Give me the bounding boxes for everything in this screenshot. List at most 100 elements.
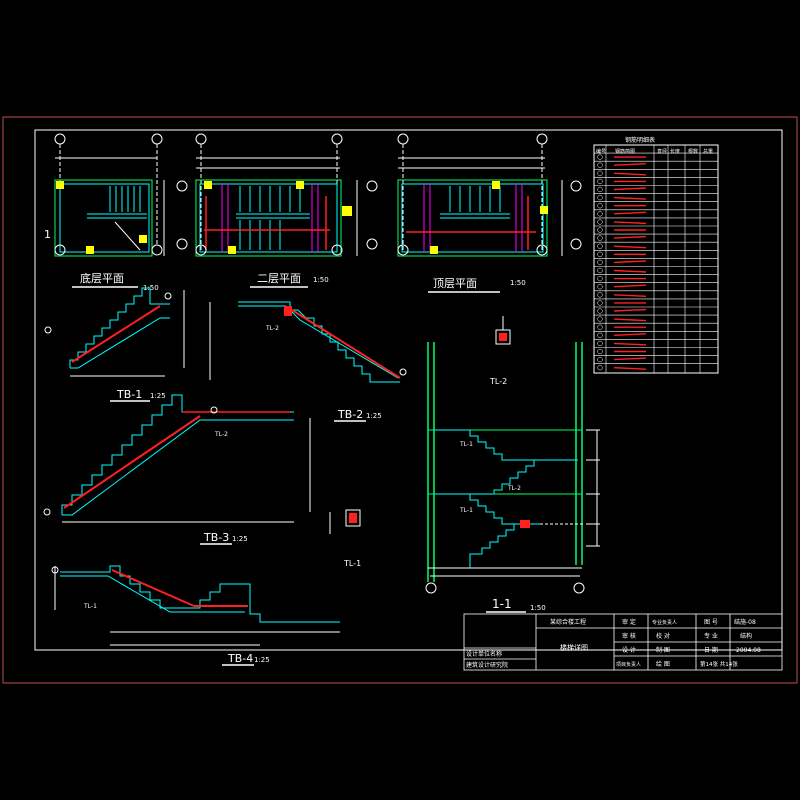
- rebar-shape-mark: [613, 260, 647, 264]
- plan-second-title: 二层平面: [257, 272, 301, 285]
- tb-role-3: 设 计: [622, 646, 636, 654]
- rebar-number-circle: [597, 332, 603, 338]
- tl2-label-tb2: TL-2: [265, 325, 279, 332]
- tb-spec-label: 专 业: [704, 632, 718, 640]
- rebar-number-circle: [597, 292, 603, 298]
- rebar-shape-mark: [613, 284, 647, 288]
- rebar-shape-mark: [613, 318, 647, 322]
- rebar-number-circle: [597, 227, 603, 233]
- rebar-header-shape: 钢筋简图: [615, 148, 635, 155]
- plan-ground-scale: 1:50: [143, 284, 159, 292]
- tb-spec-value: 结构: [740, 632, 752, 640]
- title-block-text: 某综合楼工程 楼梯详图 设计单位名称 建筑设计研究院 审 定 审 核 设 计 项…: [466, 618, 761, 669]
- rebar-number-circle: [597, 211, 603, 217]
- tb3-scale: 1:25: [232, 535, 248, 543]
- tb-design-unit-2: 建筑设计研究院: [466, 661, 508, 669]
- rebar-number-circle: [597, 203, 603, 209]
- tb-role-5: 专业负责人: [652, 619, 677, 626]
- tb4-scale: 1:25: [254, 656, 270, 664]
- tb-date-value: 2004.08: [736, 647, 761, 654]
- tb4-title: TB-4: [227, 652, 253, 665]
- rebar-shape-mark: [613, 308, 647, 312]
- rebar-shape-mark: [613, 357, 647, 361]
- rebar-table-title: 钢筋明细表: [625, 136, 655, 144]
- rebar-number-circle: [597, 243, 603, 249]
- tb3-title: TB-3: [203, 531, 229, 544]
- tl2-label-tb3: TL-2: [214, 431, 228, 438]
- rebar-shape-mark: [613, 294, 647, 297]
- rebar-number-circle: [597, 170, 603, 176]
- tb-sheet-value: 结施-08: [734, 618, 756, 626]
- outer-frame: [2, 116, 798, 684]
- rebar-header-weight: 总重: [703, 148, 713, 155]
- rebar-number-circle: [597, 316, 603, 322]
- rebar-shape-mark: [613, 187, 647, 191]
- tb-drawing-name: 楼梯详图: [560, 643, 588, 652]
- stair-slab-tb1: [44, 287, 185, 377]
- rebar-table: [593, 144, 719, 374]
- tb-design-unit-1: 设计单位名称: [466, 650, 502, 658]
- rebar-number-circle: [597, 300, 603, 306]
- rebar-number-circle: [597, 259, 603, 266]
- rebar-shape-mark: [613, 221, 647, 225]
- tb1-title: TB-1: [116, 388, 142, 401]
- tb-date-label: 日 期: [704, 646, 718, 654]
- rebar-number-circle: [597, 235, 603, 241]
- tb-role-6: 校 对: [656, 632, 670, 640]
- rebar-number-circle: [597, 178, 603, 185]
- rebar-number-circle: [597, 186, 603, 193]
- rebar-shape-mark: [613, 245, 647, 249]
- tl1-label-sec-b: TL-1: [459, 507, 473, 514]
- tb-role-2: 审 核: [622, 632, 636, 640]
- rebar-shape-mark: [613, 163, 647, 166]
- rebar-shape-mark: [613, 367, 647, 370]
- title-block: [463, 613, 783, 671]
- rebar-header-count: 根数: [688, 148, 698, 155]
- tb1-scale: 1:25: [150, 392, 166, 400]
- tl1-label-tb4: TL-1: [83, 603, 97, 610]
- rebar-header-dia: 直径: [657, 148, 667, 155]
- inner-frame: [34, 129, 783, 651]
- plan-second-scale: 1:50: [313, 276, 329, 284]
- rebar-shape-mark: [613, 342, 647, 346]
- rebar-number-circle: [597, 162, 603, 168]
- rebar-number-circle: [597, 340, 603, 347]
- rebar-number-circle: [597, 348, 603, 355]
- tl1-section-title: TL-1: [343, 559, 361, 568]
- rebar-table-header: 编号 钢筋简图 直径 长度 根数 总重: [596, 148, 713, 155]
- rebar-number-circle: [597, 365, 603, 371]
- rebar-number-circle: [597, 356, 603, 363]
- rebar-number-circle: [597, 219, 603, 225]
- plan-ground-floor: [54, 133, 188, 257]
- tb-role-7: 制 图: [656, 646, 670, 654]
- rebar-number-circle: [597, 194, 603, 201]
- rebar-shape-mark: [613, 235, 647, 239]
- rebar-number-circle: [597, 324, 603, 330]
- tl2-label-sec: TL-2: [507, 485, 521, 492]
- rebar-shape-mark: [613, 196, 647, 200]
- beam-section-tl1: [329, 509, 361, 534]
- tb2-title: TB-2: [337, 408, 363, 421]
- rebar-shape-mark: [613, 333, 647, 336]
- tb-role-4: 项目负责人: [616, 661, 641, 668]
- rebar-number-circle: [597, 154, 603, 160]
- tb2-scale: 1:25: [366, 412, 382, 420]
- tb-role-8: 绘 图: [656, 660, 670, 668]
- rebar-header-no: 编号: [596, 148, 606, 155]
- section-scale: 1:50: [530, 604, 546, 612]
- tb-role-1: 审 定: [622, 618, 636, 626]
- rebar-number-circle: [597, 251, 603, 257]
- tl1-label-sec-a: TL-1: [459, 441, 473, 448]
- plan-top-title: 顶层平面: [433, 277, 477, 290]
- rebar-shape-mark: [613, 269, 647, 273]
- section-1-1: [425, 342, 600, 594]
- plan-second-floor: [195, 133, 378, 257]
- rebar-header-len: 长度: [670, 148, 680, 155]
- tb-project: 某综合楼工程: [550, 618, 586, 626]
- plan-top-floor: [397, 133, 582, 257]
- rebar-shape-mark: [613, 211, 647, 215]
- plan-top-scale: 1:50: [510, 279, 526, 287]
- rebar-number-circle: [597, 267, 603, 274]
- plan-ground-title: 底层平面: [80, 271, 124, 285]
